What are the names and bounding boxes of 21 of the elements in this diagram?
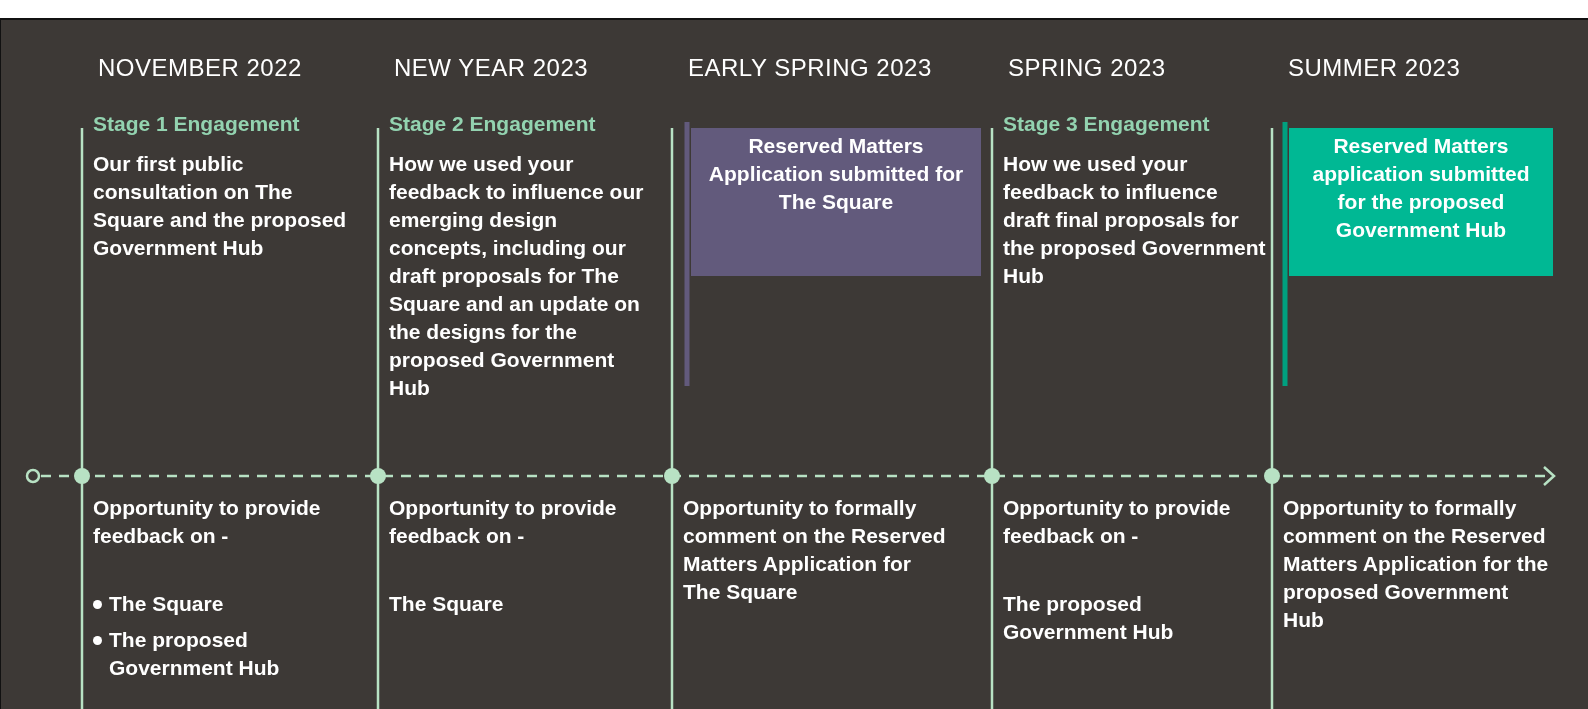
list-item: The Square	[109, 591, 225, 617]
description-text: How we used your feedback to influence our emerging design concepts, including our draft proposals for The Square and an update on the designs for the proposed Government Hub	[389, 151, 645, 401]
description-text: Opportunity to provide feedback on -	[389, 495, 618, 549]
description-text: Opportunity to formally comment on the Reserved Matters Application for the proposed Government Hub	[1283, 495, 1549, 633]
date-heading: NEW YEAR 2023	[394, 54, 590, 82]
description-text: How we used your feedback to influence draft final proposals for the proposed Government Hub	[1003, 151, 1267, 289]
description-text: Opportunity to provide feedback on -	[93, 495, 322, 549]
stage-title: Stage 3 Engagement	[1003, 111, 1211, 137]
date-heading: EARLY SPRING 2023	[688, 54, 933, 82]
date-heading: NOVEMBER 2022	[98, 54, 303, 82]
flag-banner: Reserved Matters application submitted for the proposed Government Hub	[1289, 128, 1553, 276]
stage-title: Stage 2 Engagement	[389, 111, 597, 137]
item-text: The proposed Government Hub	[1003, 591, 1175, 645]
description-text: Opportunity to provide feedback on -	[1003, 495, 1232, 549]
list-item: The proposed Government Hub	[109, 627, 281, 681]
item-text: The Square	[389, 591, 505, 617]
stage-title: Stage 1 Engagement	[93, 111, 301, 137]
flag-banner: Reserved Matters Application submitted for The Square	[691, 128, 981, 276]
date-heading: SUMMER 2023	[1288, 54, 1462, 82]
description-text: Opportunity to formally comment on the Reserved Matters Application for The Square	[683, 495, 947, 605]
description-text: Our first public consultation on The Square and the proposed Government Hub	[93, 151, 348, 261]
